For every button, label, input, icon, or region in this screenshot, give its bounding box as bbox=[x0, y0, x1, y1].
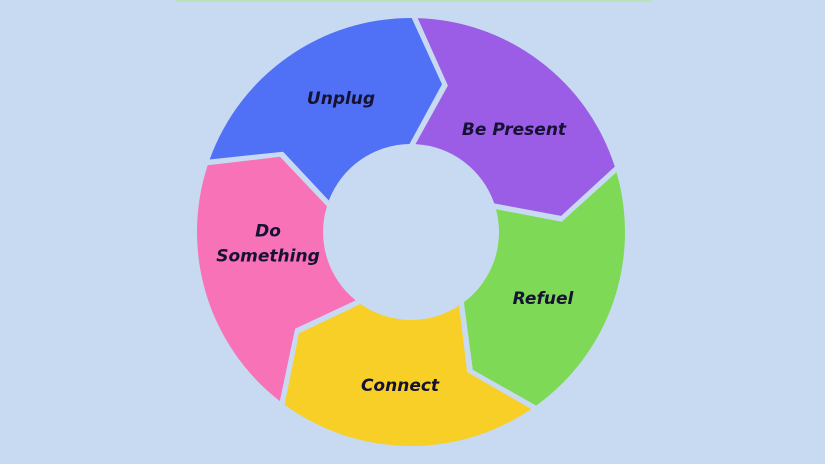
segment-unplug bbox=[415, 18, 615, 216]
label-connect: Connect bbox=[361, 376, 440, 396]
label-be-present: Be Present bbox=[462, 120, 567, 140]
label-unplug: Unplug bbox=[307, 89, 375, 109]
top-accent-bar bbox=[176, 0, 651, 2]
label-refuel: Refuel bbox=[513, 289, 575, 309]
segment-be-present bbox=[463, 172, 626, 406]
segment-connect bbox=[196, 156, 356, 402]
segment-do-something bbox=[209, 17, 442, 201]
segment-refuel bbox=[284, 304, 532, 447]
cycle-segments bbox=[196, 17, 626, 447]
